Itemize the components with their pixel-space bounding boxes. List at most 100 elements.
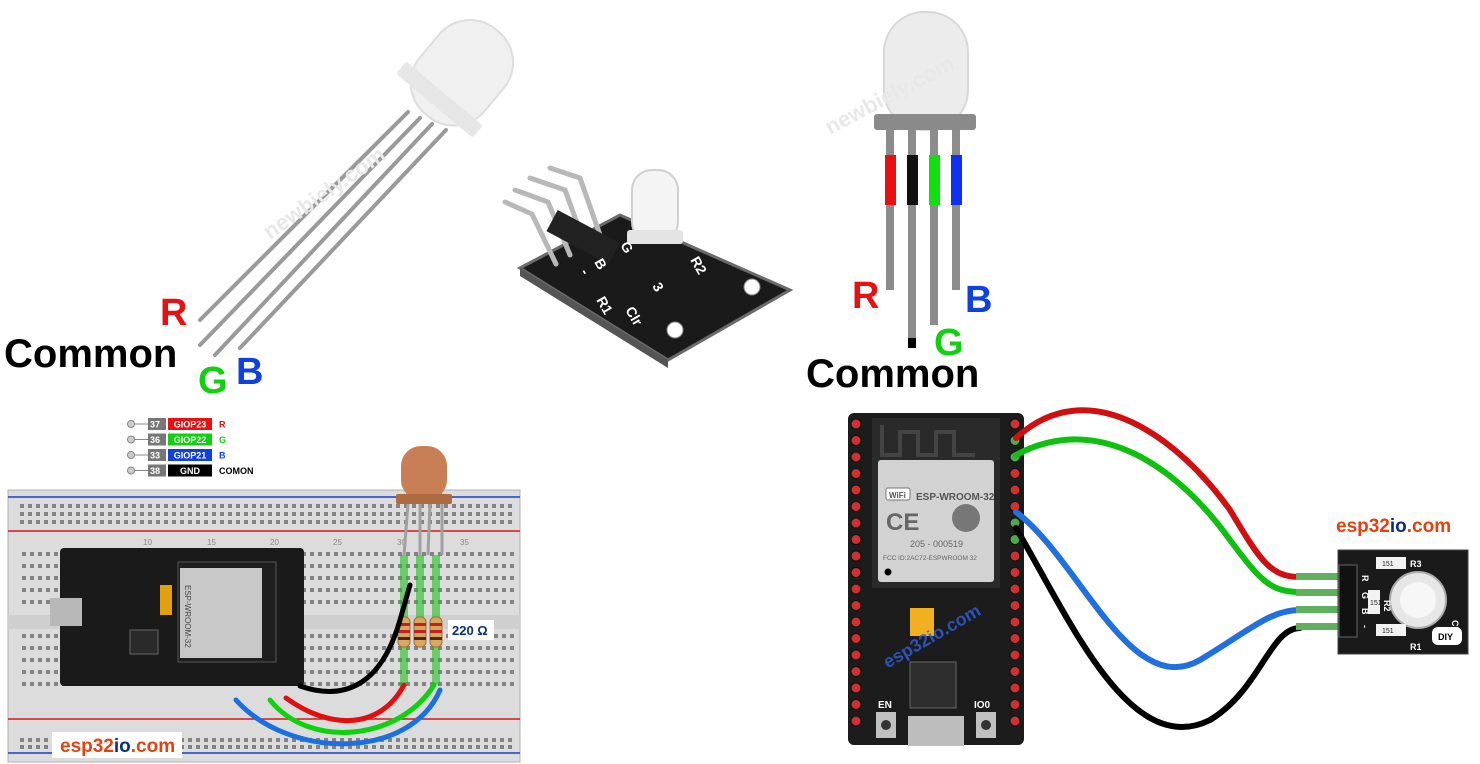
bb-hole <box>284 512 288 516</box>
wifi-logo <box>885 487 911 501</box>
bb-hole <box>228 738 232 742</box>
bb-hole <box>478 588 482 592</box>
header-pin <box>850 484 862 496</box>
bb-hole <box>212 512 216 516</box>
bb-hole <box>324 504 328 508</box>
bb-hole <box>20 520 24 524</box>
bb-hole <box>436 512 440 516</box>
bb-hole <box>364 520 368 524</box>
usb-port <box>50 598 82 626</box>
header-pin <box>1009 583 1021 595</box>
bb-hole <box>486 576 490 580</box>
bb-hole <box>390 634 394 638</box>
bb-hole <box>404 738 408 742</box>
bb-hole <box>260 512 264 516</box>
bb-hole <box>366 646 370 650</box>
bb-hole <box>268 745 272 749</box>
bb-hole <box>36 512 40 516</box>
bb-hole <box>462 564 466 568</box>
bb-hole <box>372 745 376 749</box>
bb-hole <box>390 670 394 674</box>
bb-hole <box>462 658 466 662</box>
bb-hole <box>358 646 362 650</box>
bb-hole <box>486 588 490 592</box>
bb-hole <box>452 520 456 524</box>
en-label: EN <box>878 700 892 711</box>
bb-hole <box>382 564 386 568</box>
led-label-common: Common <box>4 332 177 376</box>
wire-black <box>297 582 413 694</box>
bb-hole <box>38 634 42 638</box>
bb-hole <box>388 738 392 742</box>
bb-hole <box>398 552 402 556</box>
bb-hole <box>244 745 248 749</box>
bb-hole <box>502 564 506 568</box>
bb-hole <box>350 682 354 686</box>
bb-hole <box>188 738 192 742</box>
bb-hole <box>38 670 42 674</box>
bb-hole <box>358 588 362 592</box>
bb-hole <box>494 682 498 686</box>
bb-hole <box>76 504 80 508</box>
bb-hole <box>156 504 160 508</box>
led-label-g: G <box>934 322 964 364</box>
bb-hole <box>60 520 64 524</box>
bb-hole <box>454 682 458 686</box>
bb-hole <box>366 682 370 686</box>
bb-hole <box>308 520 312 524</box>
smd-code: 151 <box>1370 600 1382 607</box>
header-pin <box>850 418 862 430</box>
led-band-black <box>907 155 918 205</box>
wire-green <box>267 682 437 735</box>
bb-hole <box>28 738 32 742</box>
esp32-to-module-wiring: WiFi ESP-WROOM-32 CE 205 - 000519 FCC ID… <box>848 407 1469 746</box>
bb-hole <box>252 745 256 749</box>
bb-hole <box>22 682 26 686</box>
module-pcb-edge <box>520 268 668 368</box>
bb-hole <box>204 738 208 742</box>
bb-hole <box>454 564 458 568</box>
bb-hole <box>356 520 360 524</box>
bb-hole <box>342 646 346 650</box>
bb-hole <box>342 588 346 592</box>
bb-hole <box>220 745 224 749</box>
bb-hole <box>396 512 400 516</box>
header-pin <box>850 468 862 479</box>
bb-hole <box>46 576 50 580</box>
bb-hole <box>30 646 34 650</box>
bb-hole <box>422 646 426 650</box>
pin-gpio: GIOP21 <box>174 451 207 461</box>
bb-hole <box>140 504 144 508</box>
bb-hole <box>486 658 490 662</box>
bb-hole <box>494 646 498 650</box>
bb-hole <box>420 738 424 742</box>
bb-hole <box>436 520 440 524</box>
bb-hole <box>22 634 26 638</box>
bb-hole <box>108 520 112 524</box>
bb-hole <box>494 588 498 592</box>
bb-hole <box>156 520 160 524</box>
bb-hole <box>372 504 376 508</box>
bb-hole <box>340 745 344 749</box>
wire-red <box>283 682 407 724</box>
bb-hole <box>316 520 320 524</box>
bb-hole <box>22 564 26 568</box>
bb-hole <box>502 552 506 556</box>
bb-hole <box>46 564 50 568</box>
bb-hole <box>382 670 386 674</box>
bb-hole <box>452 738 456 742</box>
bb-hole <box>324 738 328 742</box>
bb-hole <box>180 504 184 508</box>
bb-hole <box>54 646 58 650</box>
bb-hole <box>36 738 40 742</box>
bb-hole <box>46 634 50 638</box>
bb-hole <box>414 646 418 650</box>
bb-hole <box>30 634 34 638</box>
led-leg-tip <box>908 338 916 348</box>
bb-hole <box>478 682 482 686</box>
bb-hole <box>476 738 480 742</box>
pin-number-cell <box>148 433 166 446</box>
bb-hole <box>332 504 336 508</box>
bb-hole <box>390 552 394 556</box>
bb-hole <box>478 670 482 674</box>
